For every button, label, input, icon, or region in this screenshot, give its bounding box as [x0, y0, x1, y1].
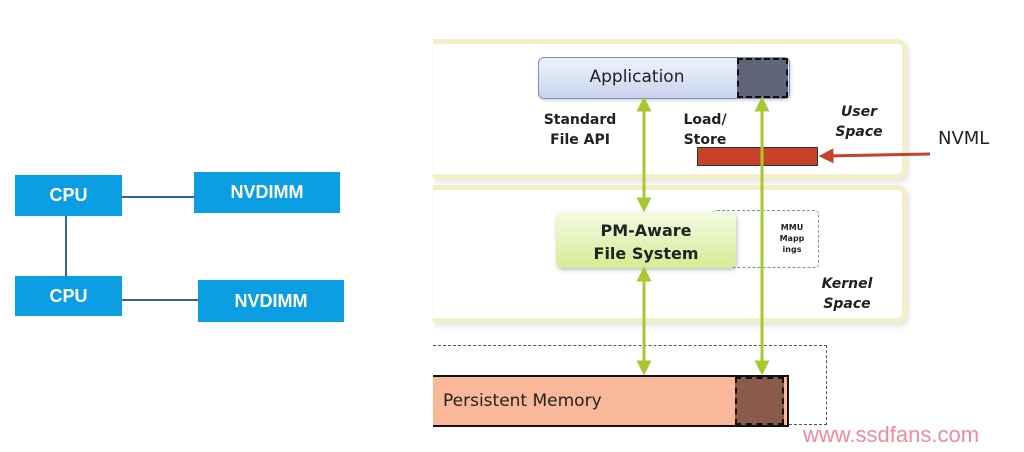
persistent-memory-mapped-block — [735, 377, 784, 425]
cpu-bottom-label: CPU — [49, 285, 88, 306]
cpu-top-label: CPU — [49, 185, 88, 205]
standard-file-api-label: Standard File API — [543, 112, 617, 148]
cpu-bottom-box: CPU — [15, 276, 122, 316]
pm-aware-fs-box — [556, 212, 736, 268]
mmu-mappings-label: MMU Mapp ings — [779, 223, 805, 254]
kernel-space-label: Kernel Space — [821, 276, 873, 312]
persistent-memory-label: Persistent Memory — [443, 391, 602, 411]
user-space-label: User Space — [835, 104, 883, 140]
application-label: Application — [589, 67, 685, 87]
load-store-label: Load/ Store — [683, 112, 727, 148]
nvdimm-top-label: NVDIMM — [230, 182, 304, 202]
cpu-cpu-connector — [65, 216, 67, 276]
pm-aware-fs-label: PM-Aware File System — [593, 221, 699, 263]
application-mapped-block — [737, 58, 788, 98]
watermark: www.ssdfans.com — [803, 422, 980, 447]
cpu-nvdimm-connector-top — [122, 196, 194, 198]
cpu-top-box: CPU — [15, 175, 122, 216]
nvml-arrow — [818, 148, 931, 164]
persistent-memory-bar: Persistent Memory — [433, 375, 789, 427]
nvdimm-top-box: NVDIMM — [194, 172, 340, 213]
nvml-label: NVML — [938, 128, 990, 149]
nvdimm-bottom-label: NVDIMM — [234, 290, 308, 311]
cpu-nvdimm-connector-bottom — [122, 299, 198, 301]
application-box: Application — [538, 57, 790, 99]
nvdimm-bottom-box: NVDIMM — [198, 280, 344, 322]
